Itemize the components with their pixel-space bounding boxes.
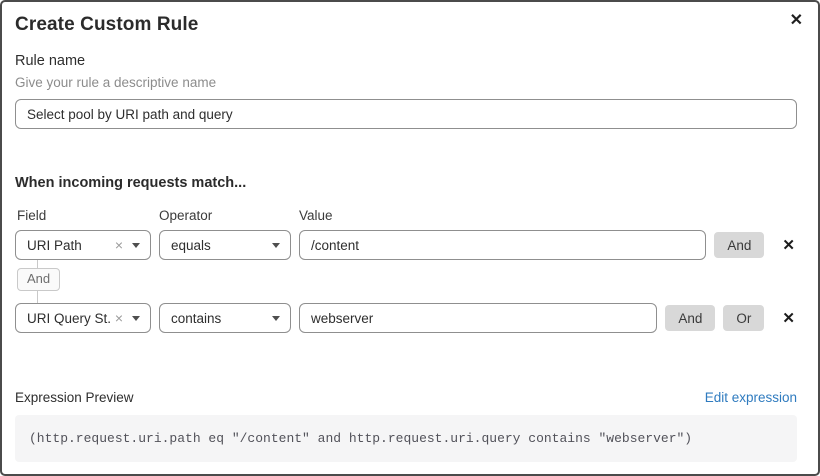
field-select-1-value: URI Path [27, 237, 82, 253]
column-label-field: Field [17, 208, 47, 223]
connector-line-bottom [37, 291, 38, 303]
value-input-2[interactable] [299, 303, 658, 333]
row-connector: And [15, 260, 797, 303]
column-label-operator: Operator [159, 208, 213, 223]
x-icon: ✕ [782, 237, 795, 254]
clear-icon[interactable]: × [114, 237, 123, 253]
x-icon: ✕ [782, 310, 795, 327]
delete-row-1-button[interactable]: ✕ [780, 236, 797, 254]
operator-select-1-value: equals [171, 237, 211, 253]
clear-icon[interactable]: × [114, 310, 123, 326]
operator-select-2[interactable]: contains [159, 303, 291, 333]
and-button-row-2[interactable]: And [665, 305, 716, 331]
condition-row-2: URI Query St... × contains And Or ✕ [15, 303, 797, 333]
close-button[interactable]: ✕ [786, 9, 807, 33]
matcher-heading: When incoming requests match... [15, 175, 247, 191]
chevron-down-icon [272, 315, 280, 321]
expression-code: (http.request.uri.path eq "/content" and… [15, 415, 797, 462]
column-label-value: Value [299, 208, 333, 223]
rule-name-hint: Give your rule a descriptive name [15, 75, 217, 90]
chevron-down-icon [132, 242, 140, 248]
value-input-1[interactable] [299, 230, 707, 260]
or-button-row-2[interactable]: Or [723, 305, 765, 331]
operator-select-2-value: contains [171, 310, 222, 326]
expression-header: Expression Preview Edit expression [15, 389, 797, 406]
column-labels: Field Operator Value [15, 208, 797, 224]
field-select-2[interactable]: URI Query St... × [15, 303, 151, 333]
chevron-down-icon [132, 315, 140, 321]
field-select-1[interactable]: URI Path × [15, 230, 151, 260]
edit-expression-link[interactable]: Edit expression [704, 390, 797, 405]
close-icon: ✕ [789, 12, 803, 29]
connector-and-chip[interactable]: And [17, 268, 61, 291]
operator-select-1[interactable]: equals [159, 230, 291, 260]
rule-name-label: Rule name [15, 53, 86, 69]
chevron-down-icon [272, 242, 280, 248]
connector-line-top [37, 260, 38, 268]
and-button-row-1[interactable]: And [714, 232, 765, 258]
condition-row-1: URI Path × equals And ✕ [15, 230, 797, 260]
delete-row-2-button[interactable]: ✕ [780, 309, 797, 327]
expression-preview-label: Expression Preview [15, 390, 134, 405]
modal-title: Create Custom Rule [15, 14, 199, 35]
rule-name-input[interactable] [15, 99, 797, 129]
field-select-2-value: URI Query St... [27, 310, 111, 326]
